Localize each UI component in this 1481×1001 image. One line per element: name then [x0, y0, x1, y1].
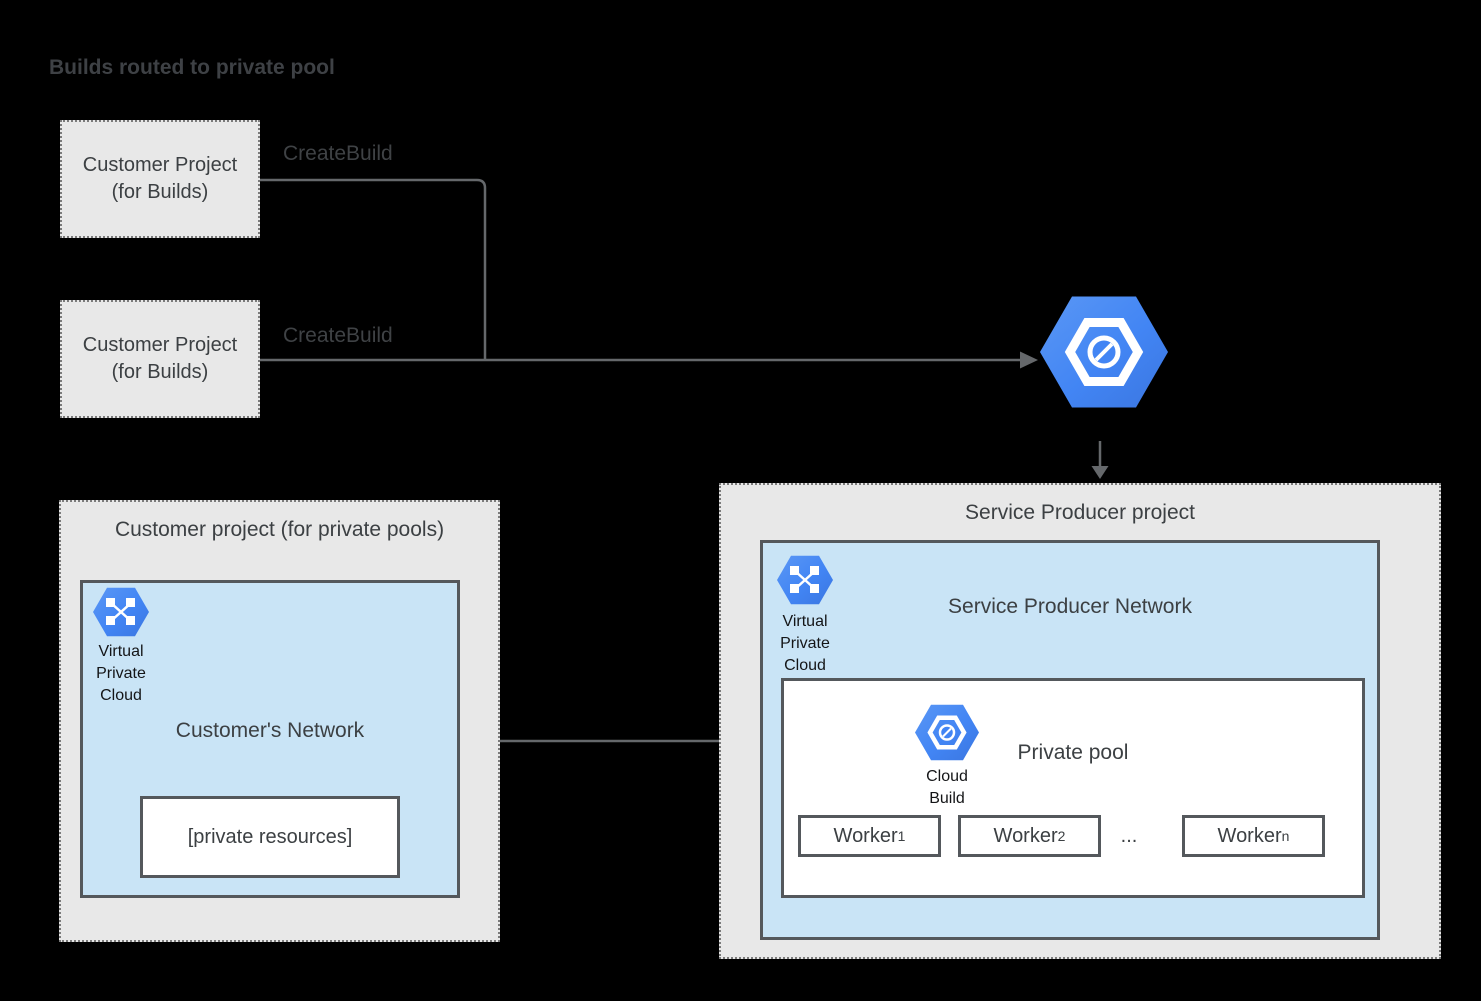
- private-resources-box: [private resources]: [140, 796, 400, 878]
- private-resources-label: [private resources]: [187, 825, 353, 848]
- customer-build-project-1-line1: Customer Project: [82, 154, 238, 176]
- customers-network-box: Virtual Private Cloud Customer's Network…: [80, 580, 460, 898]
- createbuild-label-2: CreateBuild: [283, 324, 393, 347]
- service-producer-project-title: Service Producer project: [965, 501, 1195, 524]
- vpc-caption-right: Virtual Private Cloud: [780, 613, 830, 674]
- customer-build-project-1-line2: (for Builds): [111, 181, 209, 203]
- cloud-build-caption: Cloud Build: [926, 768, 968, 807]
- cloud-build-icon: [1040, 296, 1168, 408]
- customer-build-project-2-line2: (for Builds): [111, 361, 209, 383]
- service-producer-project-box: Service Producer project Virtual Private…: [719, 483, 1441, 959]
- customer-build-project-box-1: Customer Project (for Builds): [60, 120, 260, 238]
- customer-pool-project-title: Customer project (for private pools): [114, 518, 445, 541]
- workers-ellipsis: ...: [1120, 825, 1138, 847]
- service-producer-network-label: Service Producer Network: [948, 595, 1192, 618]
- customers-network-label: Customer's Network: [175, 719, 365, 742]
- virtual-private-cloud-icon: [93, 587, 149, 637]
- vpc-caption-left: Virtual Private Cloud: [96, 643, 146, 704]
- virtual-private-cloud-icon: [777, 555, 833, 605]
- createbuild-label-1: CreateBuild: [283, 142, 393, 165]
- customer-pool-project-box: Customer project (for private pools) Vir…: [59, 500, 500, 942]
- customer-build-project-box-2: Customer Project (for Builds): [60, 300, 260, 418]
- arrowhead-down: [1091, 466, 1109, 479]
- customer-build-project-2-line1: Customer Project: [82, 334, 238, 356]
- arrowhead-to-cloud-build: [1020, 351, 1038, 369]
- private-pool-label: Private pool: [1017, 741, 1129, 764]
- service-producer-network-box: Virtual Private Cloud Service Producer N…: [760, 540, 1380, 940]
- diagram-title: Builds routed to private pool: [49, 56, 335, 79]
- cloud-build-icon-small: [915, 704, 979, 761]
